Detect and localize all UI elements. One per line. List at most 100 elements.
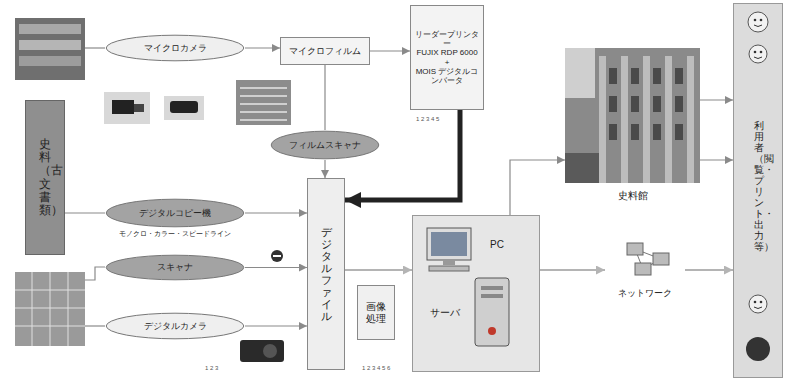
node-illustration bbox=[413, 216, 541, 373]
callout-number: 1 2 3 4 5 bbox=[416, 116, 439, 123]
process-ellipse: デジタルカメラ bbox=[105, 312, 245, 340]
digital-camera-icon bbox=[240, 340, 284, 362]
cabinet-drawers bbox=[240, 88, 287, 120]
node-text: ネットワーク bbox=[618, 288, 672, 298]
person-eye bbox=[754, 19, 757, 22]
process-box: PCサーバ bbox=[412, 215, 540, 372]
building-window bbox=[653, 124, 661, 140]
person-eye bbox=[754, 301, 757, 304]
callout-number: 1 2 3 4 5 6 bbox=[362, 365, 390, 372]
callout-number: 1 2 3 bbox=[205, 365, 218, 372]
node-text: FUJIX RDP 6000 bbox=[416, 48, 477, 57]
process-box: 史料（古文書類） bbox=[25, 100, 65, 255]
node-text: 利用者（閲覧・プリント・出力等） bbox=[754, 120, 764, 252]
node-text: 史料（古文書類） bbox=[39, 138, 51, 217]
flow-arrow bbox=[245, 212, 307, 213]
flow-arrow bbox=[245, 47, 280, 48]
process-ellipse: スキャナ bbox=[105, 254, 245, 281]
building-window bbox=[675, 124, 683, 140]
building-pillar bbox=[643, 56, 650, 183]
node-text: スキャナ bbox=[157, 262, 193, 272]
keyboard-icon bbox=[429, 266, 469, 271]
building-entrance bbox=[565, 153, 599, 183]
building-window bbox=[675, 68, 683, 84]
building-pillar bbox=[621, 56, 628, 183]
server-bay bbox=[481, 286, 503, 290]
ellipse-shape bbox=[106, 255, 244, 280]
ellipse-shape bbox=[106, 35, 244, 61]
node-text: デジタルカメラ bbox=[144, 321, 207, 331]
node-text: 史料館 bbox=[618, 190, 648, 202]
building-window bbox=[609, 124, 617, 140]
node-text: マイクロカメラ bbox=[144, 43, 207, 53]
shelf bbox=[19, 24, 81, 34]
building-window bbox=[609, 68, 617, 84]
box-grid bbox=[15, 272, 85, 346]
ellipse-shape bbox=[271, 131, 379, 159]
process-ellipse: フィルムスキャナ bbox=[270, 130, 380, 160]
person-mouth bbox=[754, 307, 762, 309]
person-eye bbox=[754, 51, 757, 54]
flow-arrow bbox=[245, 325, 307, 326]
monitor-screen bbox=[431, 232, 467, 256]
person-icon bbox=[749, 45, 767, 63]
flow-arrow bbox=[245, 267, 307, 268]
sky bbox=[565, 48, 595, 98]
building-photo bbox=[565, 48, 700, 183]
microfilm-cabinet-photo bbox=[236, 80, 291, 125]
camera-body bbox=[170, 101, 198, 113]
person-mouth bbox=[754, 25, 762, 27]
flow-arrow bbox=[370, 50, 410, 51]
person-icon bbox=[749, 295, 767, 313]
process-box: マイクロフィルム bbox=[280, 37, 370, 65]
person-eye bbox=[760, 51, 763, 54]
process-box: デジタルファイル bbox=[307, 178, 345, 370]
shelf bbox=[19, 56, 81, 66]
node-text: MOIS デジタルコンバータ bbox=[413, 67, 481, 85]
node-text: フィルムスキャナ bbox=[289, 140, 361, 150]
building-window bbox=[631, 68, 639, 84]
node-text: モノクロ・カラー・スピードライン bbox=[119, 230, 231, 238]
flow-arrow bbox=[540, 269, 605, 271]
flow-arrow bbox=[345, 269, 412, 271]
building-window bbox=[653, 68, 661, 84]
node-text: デジタルコピー機 bbox=[139, 208, 211, 218]
process-box: ネットワーク bbox=[605, 238, 685, 304]
building-window bbox=[609, 96, 617, 112]
flow-arrow bbox=[700, 159, 733, 160]
monitor-stand bbox=[443, 260, 455, 265]
server-bay bbox=[481, 294, 503, 298]
flow-arrow bbox=[324, 65, 325, 130]
minus-icon bbox=[271, 250, 283, 262]
feed-line bbox=[85, 267, 105, 280]
flow-arrow bbox=[324, 160, 325, 178]
feed-line bbox=[85, 325, 105, 326]
camera-photo bbox=[164, 96, 204, 120]
node-text: + bbox=[445, 58, 450, 67]
camera-lens bbox=[134, 104, 144, 112]
building-window bbox=[675, 96, 683, 112]
node-text: マイクロフィルム bbox=[289, 46, 361, 56]
document-boxes-photo bbox=[15, 272, 85, 346]
process-ellipse: デジタルコピー機モノクロ・カラー・スピードライン bbox=[105, 198, 245, 240]
ellipse-shape bbox=[106, 313, 244, 339]
node-text: リーダープリンター bbox=[413, 30, 481, 48]
process-box: 画像処理 bbox=[357, 285, 395, 340]
monitor-icon bbox=[427, 228, 471, 260]
building-window bbox=[631, 124, 639, 140]
process-box: 利用者（閲覧・プリント・出力等） bbox=[733, 3, 783, 378]
building-window bbox=[631, 96, 639, 112]
process-ellipse: マイクロカメラ bbox=[105, 34, 245, 62]
node-illustration bbox=[565, 48, 700, 206]
flow-arrow bbox=[510, 160, 565, 215]
building-pillar bbox=[687, 56, 694, 183]
building-pillar bbox=[599, 56, 606, 183]
shelf bbox=[19, 40, 81, 50]
node-text: デジタルファイル bbox=[321, 226, 332, 323]
node-text: サーバ bbox=[430, 307, 460, 319]
server-light bbox=[488, 327, 496, 335]
feed-line bbox=[85, 47, 105, 48]
person-icon bbox=[748, 12, 768, 32]
person-eye bbox=[760, 19, 763, 22]
